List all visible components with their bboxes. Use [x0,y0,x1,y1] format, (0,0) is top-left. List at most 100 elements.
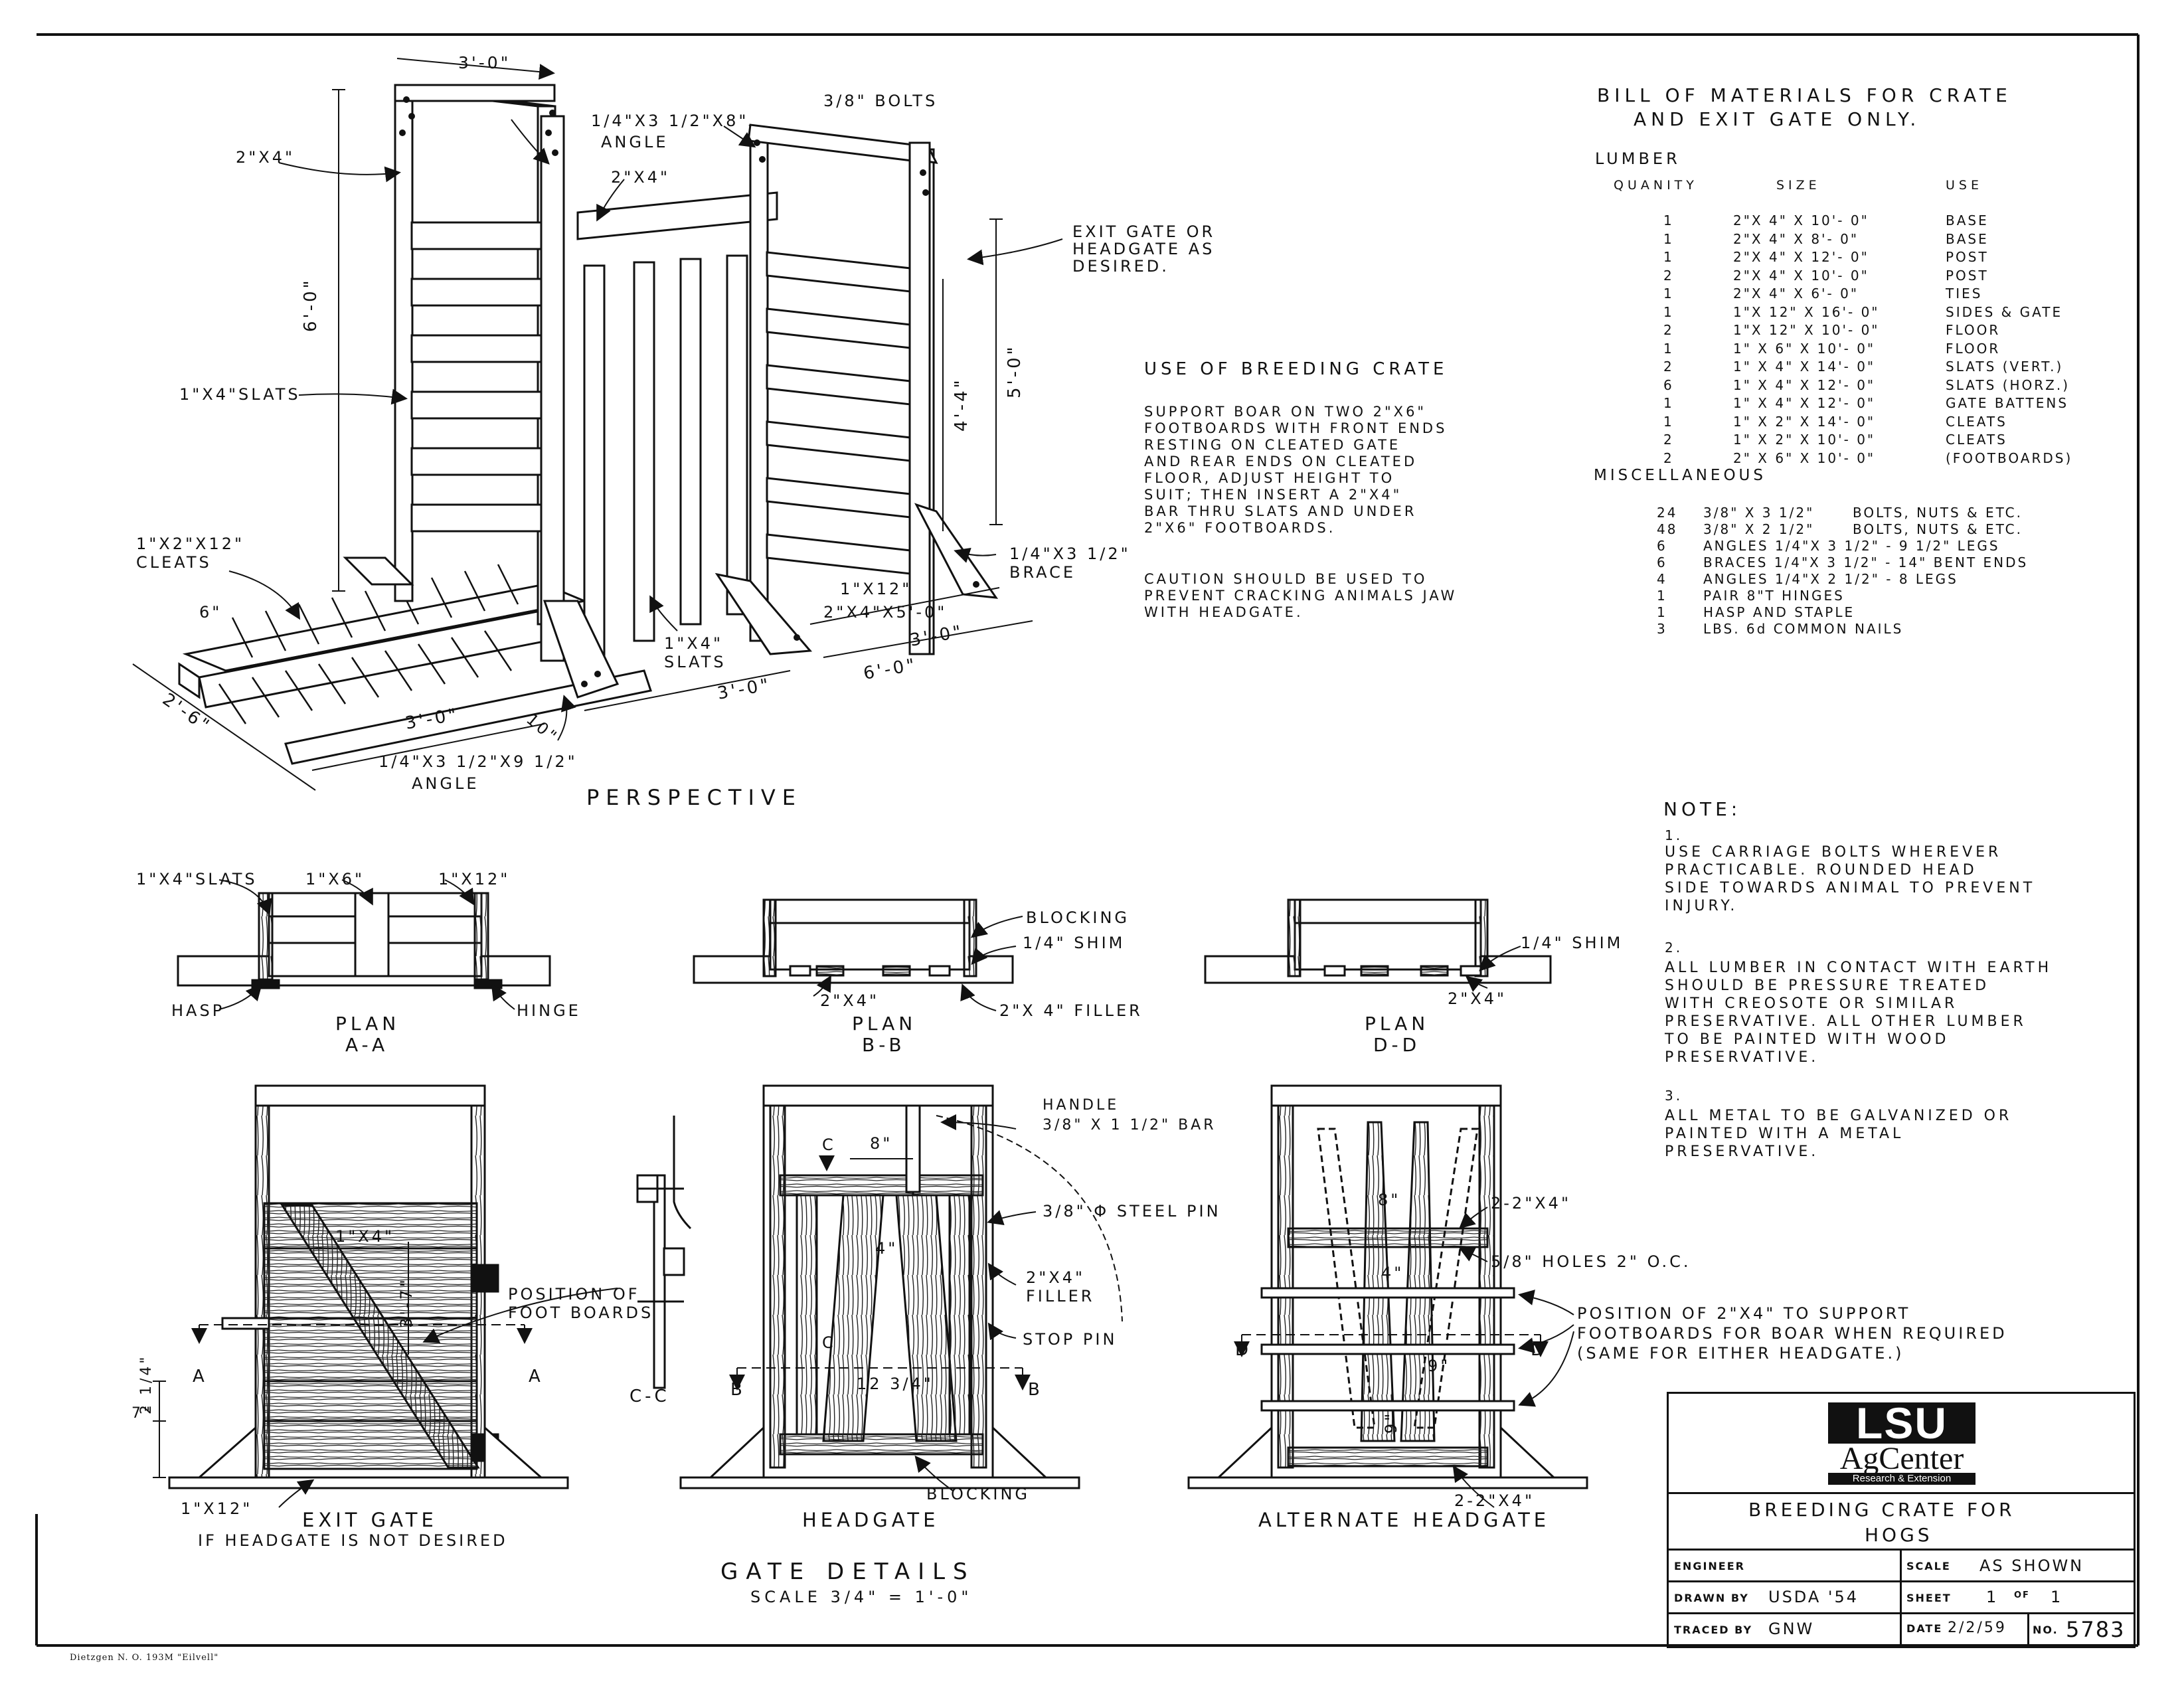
label-foot-2x4x5: 2"X4"X5'-0" [823,603,948,622]
section-cc [636,1116,692,1389]
sheet-label: SHEET [1906,1592,1952,1604]
note3-number: 3. [1665,1088,1683,1104]
bom-lumber-row-col-0: 2 [1663,322,1674,338]
bom-lumber-row-col-0: 1 [1663,395,1674,411]
dim-height-4ft4: 4'-4" [952,377,971,432]
alt-headgate-2-2x4-top: 2-2"X4" [1491,1194,1571,1213]
bom-lumber-row-col-0: 1 [1663,413,1674,430]
bom-lumber-row-col-1: 1"X 12" X 16'- 0" [1733,303,1880,320]
bom-misc-row-col-1: PAIR 8"T HINGES [1703,588,1845,604]
drawn-by-value: USDA '54 [1768,1588,1859,1606]
exit-gate-7in: 7" [131,1405,153,1422]
alt-headgate-2-2x4-bottom: 2-2"X4" [1454,1491,1535,1510]
alt-headgate-8in: 8" [1378,1191,1401,1209]
alt-headgate-9in-a: 9" [1428,1357,1451,1375]
plan-aa-subtitle: A-A [345,1034,389,1056]
drawing-title-line1: BREEDING CRATE FOR [1748,1499,2015,1521]
bom-misc-row-col-1: 3/8" X 2 1/2" [1703,521,1815,537]
note1-number: 1. [1665,827,1683,843]
bom-lumber-row-col-2: GATE BATTENS [1946,395,2069,411]
section-d-left: D [1235,1340,1252,1360]
note3-text: ALL METAL TO BE GALVANIZED OR PAINTED WI… [1665,1108,2013,1160]
gate-details-scale: SCALE 3/4" = 1'-0" [750,1588,973,1606]
use-title: USE OF BREEDING CRATE [1144,359,1448,379]
section-a-left: A [193,1367,207,1387]
plan-dd-2x4: 2"X4" [1448,989,1507,1008]
bom-lumber-row-col-2: TIES [1946,286,1983,301]
dim-height-6ft: 6'-0" [301,278,321,332]
use-body: SUPPORT BOAR ON TWO 2"X6" FOOTBOARDS WIT… [1144,404,1448,536]
section-cc-label: C-C [630,1387,670,1406]
bom-lumber-row-col-2: POST [1946,267,1989,284]
headgate-stop-pin: STOP PIN [1023,1330,1118,1349]
plan-dd-shim: 1/4" SHIM [1521,934,1624,952]
bom-lumber-row-col-1: 2"X 4" X 8'- 0" [1733,230,1859,247]
alt-headgate-position: POSITION OF 2"X4" TO SUPPORT FOOTBOARDS … [1577,1304,2007,1363]
plan-bb-shim: 1/4" SHIM [1023,934,1126,952]
title-block: BREEDING CRATE FOR HOGS ENGINEER SCALE A… [1667,1392,2136,1648]
perspective-dimensions [132,58,1063,791]
plan-aa [177,892,551,989]
bom-lumber-row-col-1: 1" X 2" X 14'- 0" [1733,413,1876,430]
bom-lumber-row-col-2: SLATS (HORZ.) [1946,377,2070,393]
sheet-value: 1 [1986,1588,1999,1606]
alt-headgate-holes: 5/8" HOLES 2" O.C. [1491,1252,1691,1271]
alt-headgate-title: ALTERNATE HEADGATE [1258,1509,1551,1531]
plan-aa-1x6: 1"X6" [305,870,365,888]
bom-misc-row-col-0: 1 [1657,604,1667,620]
front-posts [540,115,931,662]
engineer-label: ENGINEER [1674,1560,1745,1572]
bom-lumber-row-col-1: 1" X 4" X 14'- 0" [1733,359,1876,375]
drawing-title-line2: HOGS [1865,1524,1933,1546]
bom-lumber-row-col-0: 2 [1663,450,1674,466]
bom-misc-row-col-1: 3/8" X 3 1/2" [1703,505,1815,521]
bom-misc-row-col-2: BOLTS, NUTS & ETC. [1853,505,2023,521]
of-value: 1 [2051,1588,2063,1606]
bom-misc-row-col-2: BOLTS, NUTS & ETC. [1853,521,2023,537]
date-label: DATE [1906,1622,1943,1635]
drawing-number-value: 5783 [2066,1617,2126,1642]
exit-gate-footboards: POSITION OF FOOT BOARDS [508,1285,654,1322]
paper-stamp: Dietzgen N. O. 193M "Eilvell" [70,1653,219,1663]
lsu-agcenter-logo: LSU AgCenter Research & Extension [1828,1401,1975,1485]
bom-lumber-row-col-2: CLEATS [1946,432,2007,448]
gate-details-title: GATE DETAILS [720,1558,975,1585]
traced-by-value: GNW [1768,1620,1815,1638]
logo-research-text: Research & Extension [1828,1473,1975,1485]
alternate-headgate-drawing [1187,1084,1588,1489]
bom-lumber-row-col-1: 2" X 6" X 10'- 0" [1733,450,1876,466]
plan-aa-1x12: 1"X12" [438,870,511,888]
label-cleats: 1"X2"X12" CLEATS [136,535,245,572]
bom-lumber-row-col-0: 1 [1663,230,1674,247]
bom-lumber-row-col-0: 2 [1663,359,1674,375]
traced-by-label: TRACED BY [1674,1624,1753,1636]
bom-lumber-row-col-1: 2"X 4" X 12'- 0" [1733,249,1869,265]
plan-aa-hasp: HASP [171,1001,225,1020]
floor-cleats [218,564,519,724]
label-slats-center: 1"X4" SLATS [664,634,726,671]
left-side-slats [410,221,543,533]
of-label: OF [2014,1590,2030,1600]
bom-lumber-row-col-1: 2"X 4" X 10'- 0" [1733,212,1869,228]
label-angle-top: 1/4"X3 1/2"X8" [591,112,749,130]
label-rail-2x4: 2"X4" [611,168,671,187]
headgate-blocking: BLOCKING [926,1485,1030,1503]
headgate-12in: 12 3/4" [857,1375,934,1393]
section-b-left: B [730,1380,745,1400]
bom-misc-row-col-0: 6 [1657,554,1667,570]
bom-lumber-row-col-0: 1 [1663,303,1674,320]
exit-gate-subtitle: IF HEADGATE IS NOT DESIRED [198,1531,508,1550]
bom-lumber-row-col-0: 2 [1663,267,1674,284]
right-side-slats [766,251,918,576]
